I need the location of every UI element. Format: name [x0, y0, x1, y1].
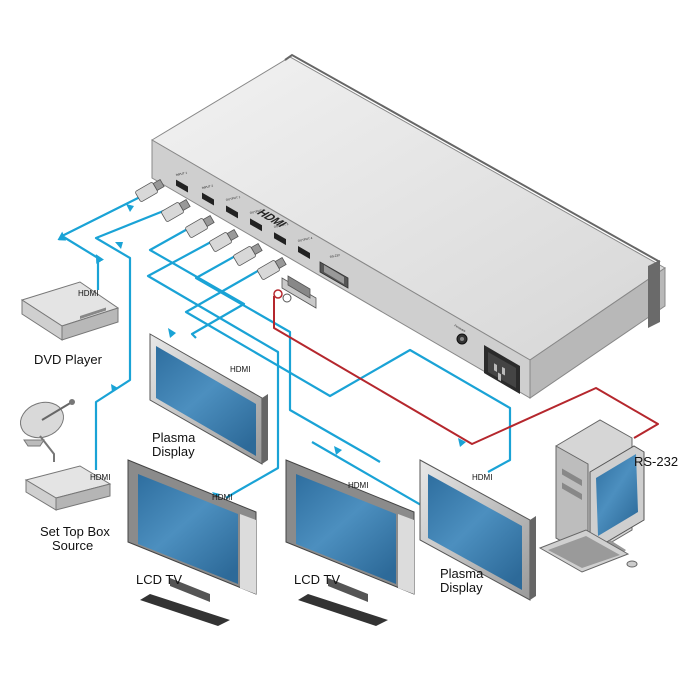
cable-output-3-to-lcd-center: [194, 249, 381, 463]
set-top-box-label-line2: Source: [52, 538, 93, 553]
dvd-player-label: DVD Player: [34, 352, 103, 367]
plug-output-1: [185, 214, 215, 238]
cable-dvd-to-input-1: [57, 191, 151, 290]
plasma-right-label-line2: Display: [440, 580, 483, 595]
plasma-left-label-line2: Display: [152, 444, 195, 459]
hdmi-ports: [176, 179, 310, 259]
switcher-side: [529, 267, 666, 399]
hdmi-port-output-1[interactable]: [226, 205, 238, 219]
plug-output-2: [209, 228, 239, 252]
hdmi-port-input-2[interactable]: [202, 192, 214, 206]
plasma-display-left: [149, 333, 268, 465]
set-top-box-label-line1: Set Top Box: [40, 524, 110, 539]
port-labels: INPUT 1 INPUT 2 OUTPUT 1 OUTPUT 2 OUTPUT…: [175, 171, 340, 259]
hdmi-port-output-4[interactable]: [298, 246, 310, 259]
plug-output-4: [257, 256, 287, 280]
port-label-output-1: OUTPUT 1: [225, 195, 241, 202]
port-label-input-1: INPUT 1: [175, 171, 187, 177]
plasma-right-label-line1: Plasma: [440, 566, 484, 581]
lcd-left-hdmi-label: HDMI: [212, 493, 232, 502]
rack-ear-right: [648, 260, 660, 328]
plasma-right-hdmi-label: HDMI: [472, 473, 492, 482]
lcd-left-label: LCD TV: [136, 572, 182, 587]
lcd-tv-left: [127, 459, 257, 626]
plug-rs232: [273, 275, 317, 309]
switcher-unit: INPUT 1 INPUT 2 OUTPUT 1 OUTPUT 2 OUTPUT…: [151, 53, 666, 399]
rs232-port[interactable]: [319, 261, 349, 289]
port-label-output-3: OUTPUT 3: [273, 222, 289, 229]
port-label-rs232: RS-232: [329, 253, 340, 259]
plug-input-1: [135, 178, 165, 202]
hdmi-port-output-2[interactable]: [250, 218, 262, 232]
plug-input-2: [161, 198, 191, 222]
dvd-hdmi-label: HDMI: [78, 289, 98, 298]
stb-hdmi-label: HDMI: [90, 473, 110, 482]
set-top-box: [24, 465, 112, 511]
plug-output-3: [233, 242, 263, 266]
pc-computer: [538, 419, 645, 573]
cable-output-2-to-lcd-left: [146, 235, 280, 499]
satellite-dish: [20, 399, 75, 462]
plasma-display-right: [419, 459, 536, 601]
power-socket[interactable]: [484, 345, 520, 394]
cable-rs232: [273, 296, 659, 445]
hdmi-port-output-3[interactable]: [274, 232, 286, 246]
dvd-player: [20, 281, 120, 341]
cable-output-4-to-plasma-right: [184, 263, 512, 473]
hdmi-plugs: [135, 178, 317, 309]
port-label-output-2: OUTPUT 2: [249, 208, 265, 215]
hdmi-port-input-1[interactable]: [176, 179, 188, 193]
port-label-output-4: OUTPUT 4: [297, 236, 313, 243]
lcd-tv-center: [285, 459, 415, 626]
rs232-label: RS-232: [634, 454, 678, 469]
lcd-center-label: LCD TV: [294, 572, 340, 587]
cable-output-1-to-plasma-left: [148, 221, 246, 339]
lcd-center-hdmi-label: HDMI: [348, 481, 368, 490]
cable-stb-to-input-2: [94, 204, 177, 470]
firmware-label: Firmware: [454, 323, 467, 333]
port-label-input-2: INPUT 2: [201, 184, 213, 190]
plasma-left-label-line1: Plasma: [152, 430, 196, 445]
plasma-left-hdmi-label: HDMI: [230, 365, 250, 374]
